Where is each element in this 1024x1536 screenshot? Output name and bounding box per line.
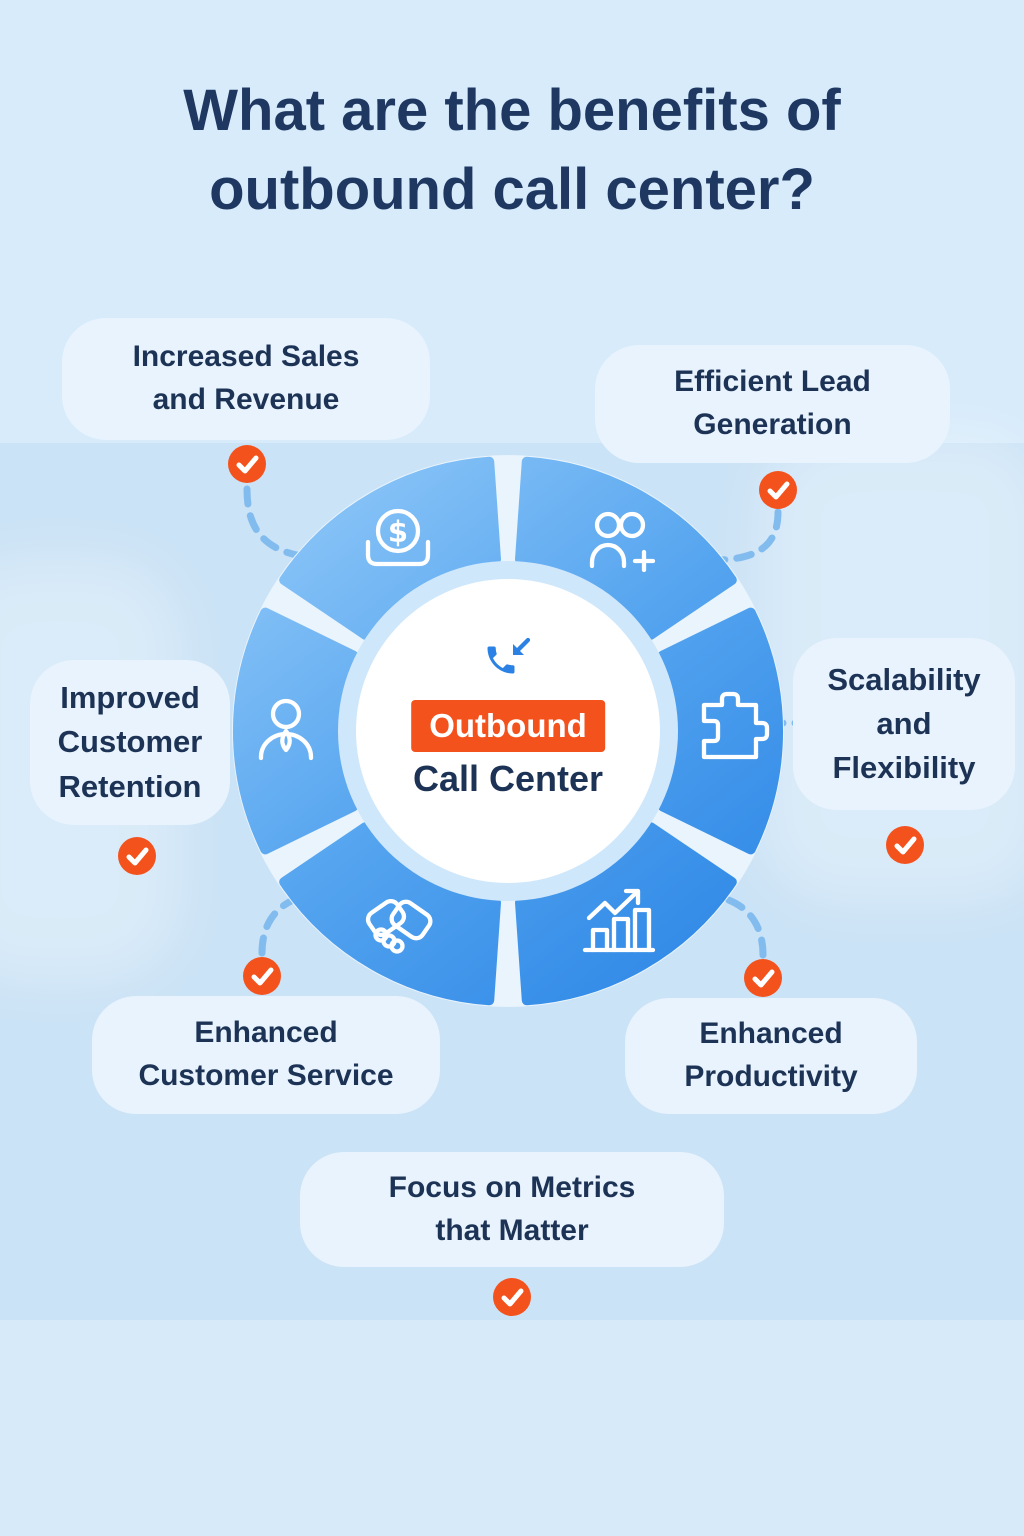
connector-line	[716, 508, 782, 564]
check-badge-improved-retention	[118, 837, 156, 875]
wheel-segment	[232, 607, 359, 855]
svg-text:$: $	[388, 515, 408, 549]
puzzle-icon	[701, 691, 770, 760]
money-icon: $	[365, 508, 431, 567]
connector-line	[243, 485, 312, 561]
check-badge-increased-sales	[228, 445, 266, 483]
benefit-pill-scalability: Scalability and Flexibility	[793, 638, 1015, 810]
wheel-segment	[279, 822, 501, 1006]
check-badge-customer-service	[243, 957, 281, 995]
chart-growth-icon	[582, 888, 656, 953]
outbound-highlight: Outbound	[411, 700, 605, 753]
connector-line	[719, 894, 767, 959]
check-badge-productivity	[744, 959, 782, 997]
user-icon	[258, 698, 314, 761]
wheel-segment	[515, 822, 737, 1006]
check-badge-scalability	[886, 826, 924, 864]
benefit-wheel	[232, 456, 784, 1006]
user-plus-icon	[589, 511, 656, 573]
background-band-bottom	[0, 1320, 1024, 1536]
center-label: Call Center	[412, 758, 604, 799]
wheel-segment	[515, 456, 737, 640]
benefit-pill-improved-retention: Improved Customer Retention	[30, 660, 230, 825]
handshake-icon	[365, 899, 433, 954]
wheel-segment	[657, 607, 784, 855]
benefit-pill-focus-metrics: Focus on Metrics that Matter	[300, 1152, 724, 1267]
infographic-title: What are the benefits of outbound call c…	[183, 78, 841, 222]
benefit-pill-productivity: Enhanced Productivity	[625, 998, 917, 1114]
phone-incoming-icon	[487, 637, 531, 674]
benefit-pill-efficient-lead: Efficient Lead Generation	[595, 345, 950, 463]
benefit-pill-increased-sales: Increased Sales and Revenue	[62, 318, 430, 440]
benefit-pill-customer-service: Enhanced Customer Service	[92, 996, 440, 1114]
check-badge-efficient-lead	[759, 471, 797, 509]
check-badge-focus-metrics	[493, 1278, 531, 1316]
